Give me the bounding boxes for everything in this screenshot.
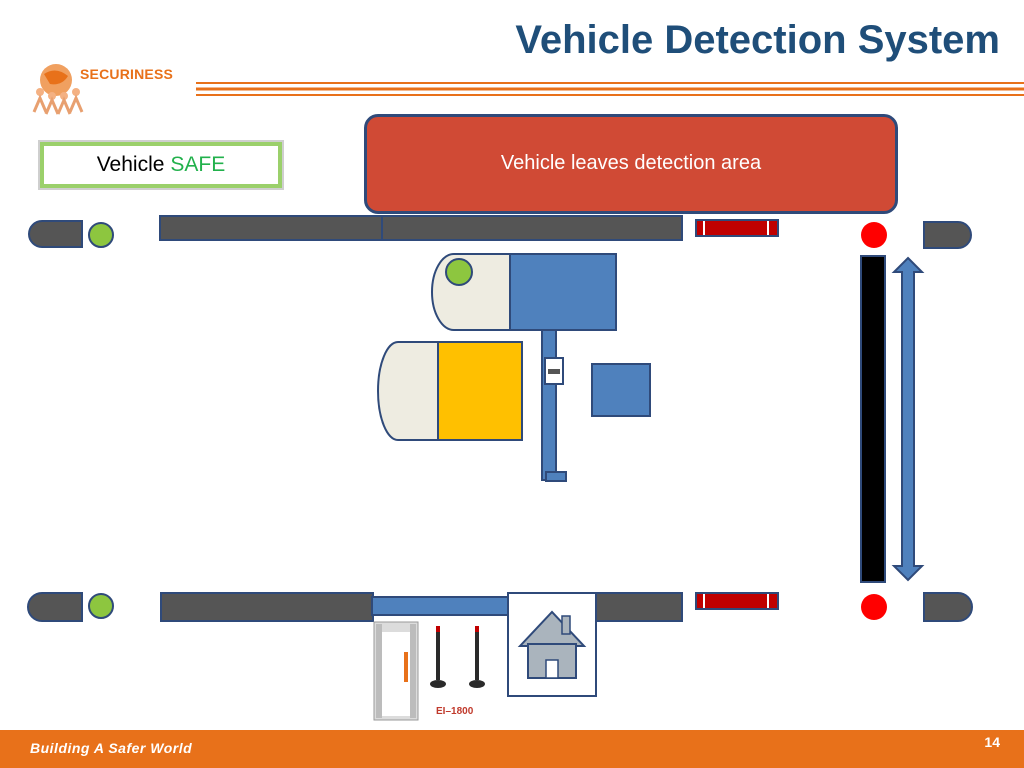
footer-bar (0, 730, 1024, 768)
device-label: EI–1800 (436, 706, 474, 717)
double-arrow-icon (891, 256, 925, 582)
footer-slogan: Building A Safer World (30, 740, 193, 756)
globe-people-logo-icon (32, 64, 84, 115)
tyre-spikes-bottom (695, 592, 779, 610)
bollard-bottom-left (27, 592, 83, 622)
signal-light-green-bottom (88, 593, 114, 619)
vertical-gate (860, 255, 886, 583)
logo-text: SECURINESS (80, 66, 174, 82)
control-box (591, 363, 651, 417)
signal-light-red-top (861, 222, 887, 248)
top-barrier (159, 215, 683, 241)
house-icon (507, 592, 597, 697)
bottom-barrier-right (595, 592, 683, 622)
signal-light-green-top (88, 222, 114, 248)
header-rules (196, 82, 1024, 96)
handheld-detector-icon (430, 626, 485, 688)
walkthrough-metal-detector-icon (373, 621, 419, 721)
slide-title: Vehicle Detection System (515, 18, 1000, 62)
status-value: SAFE (170, 153, 226, 176)
bollard-top-left (28, 220, 83, 248)
signal-light-red-bottom (861, 594, 887, 620)
page-number: 14 (984, 734, 1000, 750)
status-prefix: Vehicle (96, 153, 165, 176)
vehicle-cab-lower (377, 341, 523, 441)
vehicle-cab-upper (431, 253, 617, 331)
tyre-spikes-top (695, 219, 779, 237)
vehicle-status-box: Vehicle SAFE (38, 140, 284, 190)
scanner-pole (541, 329, 567, 482)
bollard-top-right (923, 221, 972, 249)
bollard-bottom-right (923, 592, 973, 622)
bottom-barrier-left (160, 592, 374, 622)
detection-callout: Vehicle leaves detection area (364, 114, 898, 214)
bottom-boom-gate (371, 596, 509, 616)
